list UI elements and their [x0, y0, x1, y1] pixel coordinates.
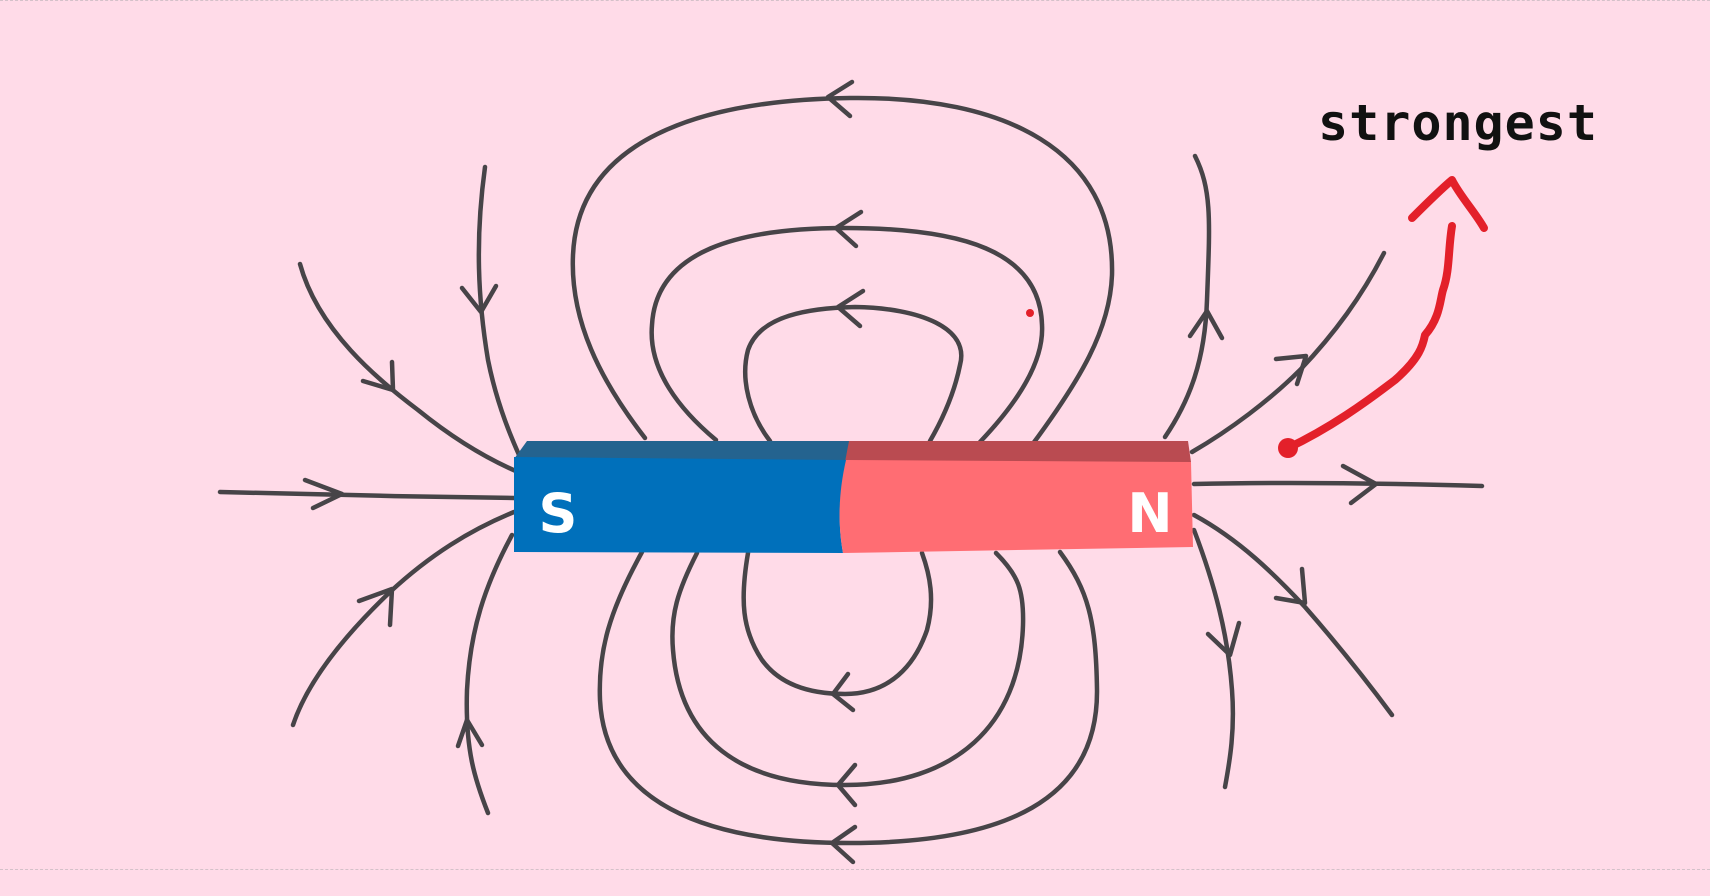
- strongest-label: strongest: [1318, 94, 1598, 152]
- field-loop-lower-middle: [670, 550, 1026, 788]
- arrowhead-right-lower-1: [1273, 566, 1308, 606]
- arrowhead-right-upper-1: [1187, 308, 1225, 341]
- field-loop-upper-inner: [743, 304, 964, 444]
- arrowhead-lower-outer: [829, 824, 858, 865]
- arrowhead-upper-inner: [835, 288, 866, 329]
- arrowhead-lower-middle: [835, 762, 858, 808]
- field-line-left-upper-2: [297, 261, 521, 475]
- annotation-arrowhead: [1408, 176, 1488, 232]
- field-loop-upper-outer: [570, 95, 1115, 448]
- bottom-strip: [0, 870, 1710, 896]
- field-line-left-lower-1: [290, 509, 517, 728]
- north-pole-label: N: [1127, 482, 1172, 545]
- arrowhead-upper-outer: [825, 79, 855, 119]
- background-panel: [0, 0, 1710, 870]
- field-loop-lower-inner: [741, 550, 934, 697]
- field-line-right-lower-2: [1191, 527, 1236, 790]
- arrowhead-left-upper-1: [459, 283, 499, 315]
- field-loop-lower-outer: [597, 549, 1100, 846]
- red-marker-dot: [1026, 309, 1034, 317]
- bar-magnet: S N: [514, 441, 1193, 553]
- field-arrowheads: [302, 79, 1379, 865]
- field-loop-upper-middle: [649, 225, 1045, 445]
- magnet-south-top-face: [514, 441, 853, 462]
- field-line-right-horizontal: [1191, 480, 1485, 489]
- field-line-right-upper-1: [1162, 153, 1212, 440]
- arrowhead-left-upper-2: [360, 359, 396, 393]
- arrowhead-lower-inner: [830, 671, 856, 713]
- arrowhead-right-upper-2: [1273, 353, 1309, 387]
- arrowhead-left-lower-2: [455, 717, 485, 749]
- magnet-south-pole: [514, 457, 848, 553]
- arrowhead-right-lower-2: [1205, 620, 1242, 658]
- magnet-north-pole: [839, 460, 1193, 553]
- arrowhead-left-horizontal: [302, 477, 345, 511]
- arrowhead-upper-middle: [833, 209, 864, 249]
- south-pole-label: S: [539, 482, 578, 545]
- field-line-left-horizontal: [217, 489, 517, 501]
- field-line-left-upper-1: [476, 164, 527, 469]
- arrowhead-left-lower-1: [356, 586, 395, 628]
- strongest-annotation: strongest: [1026, 94, 1598, 458]
- field-line-right-lower-1: [1191, 512, 1395, 718]
- magnet-north-top-face: [845, 441, 1191, 462]
- field-line-left-lower-2: [464, 532, 515, 816]
- annotation-arrow-shaft: [1284, 222, 1456, 452]
- field-line-right-upper-2: [1189, 250, 1387, 455]
- field-lines: [217, 95, 1485, 846]
- arrowhead-right-horizontal: [1340, 463, 1379, 506]
